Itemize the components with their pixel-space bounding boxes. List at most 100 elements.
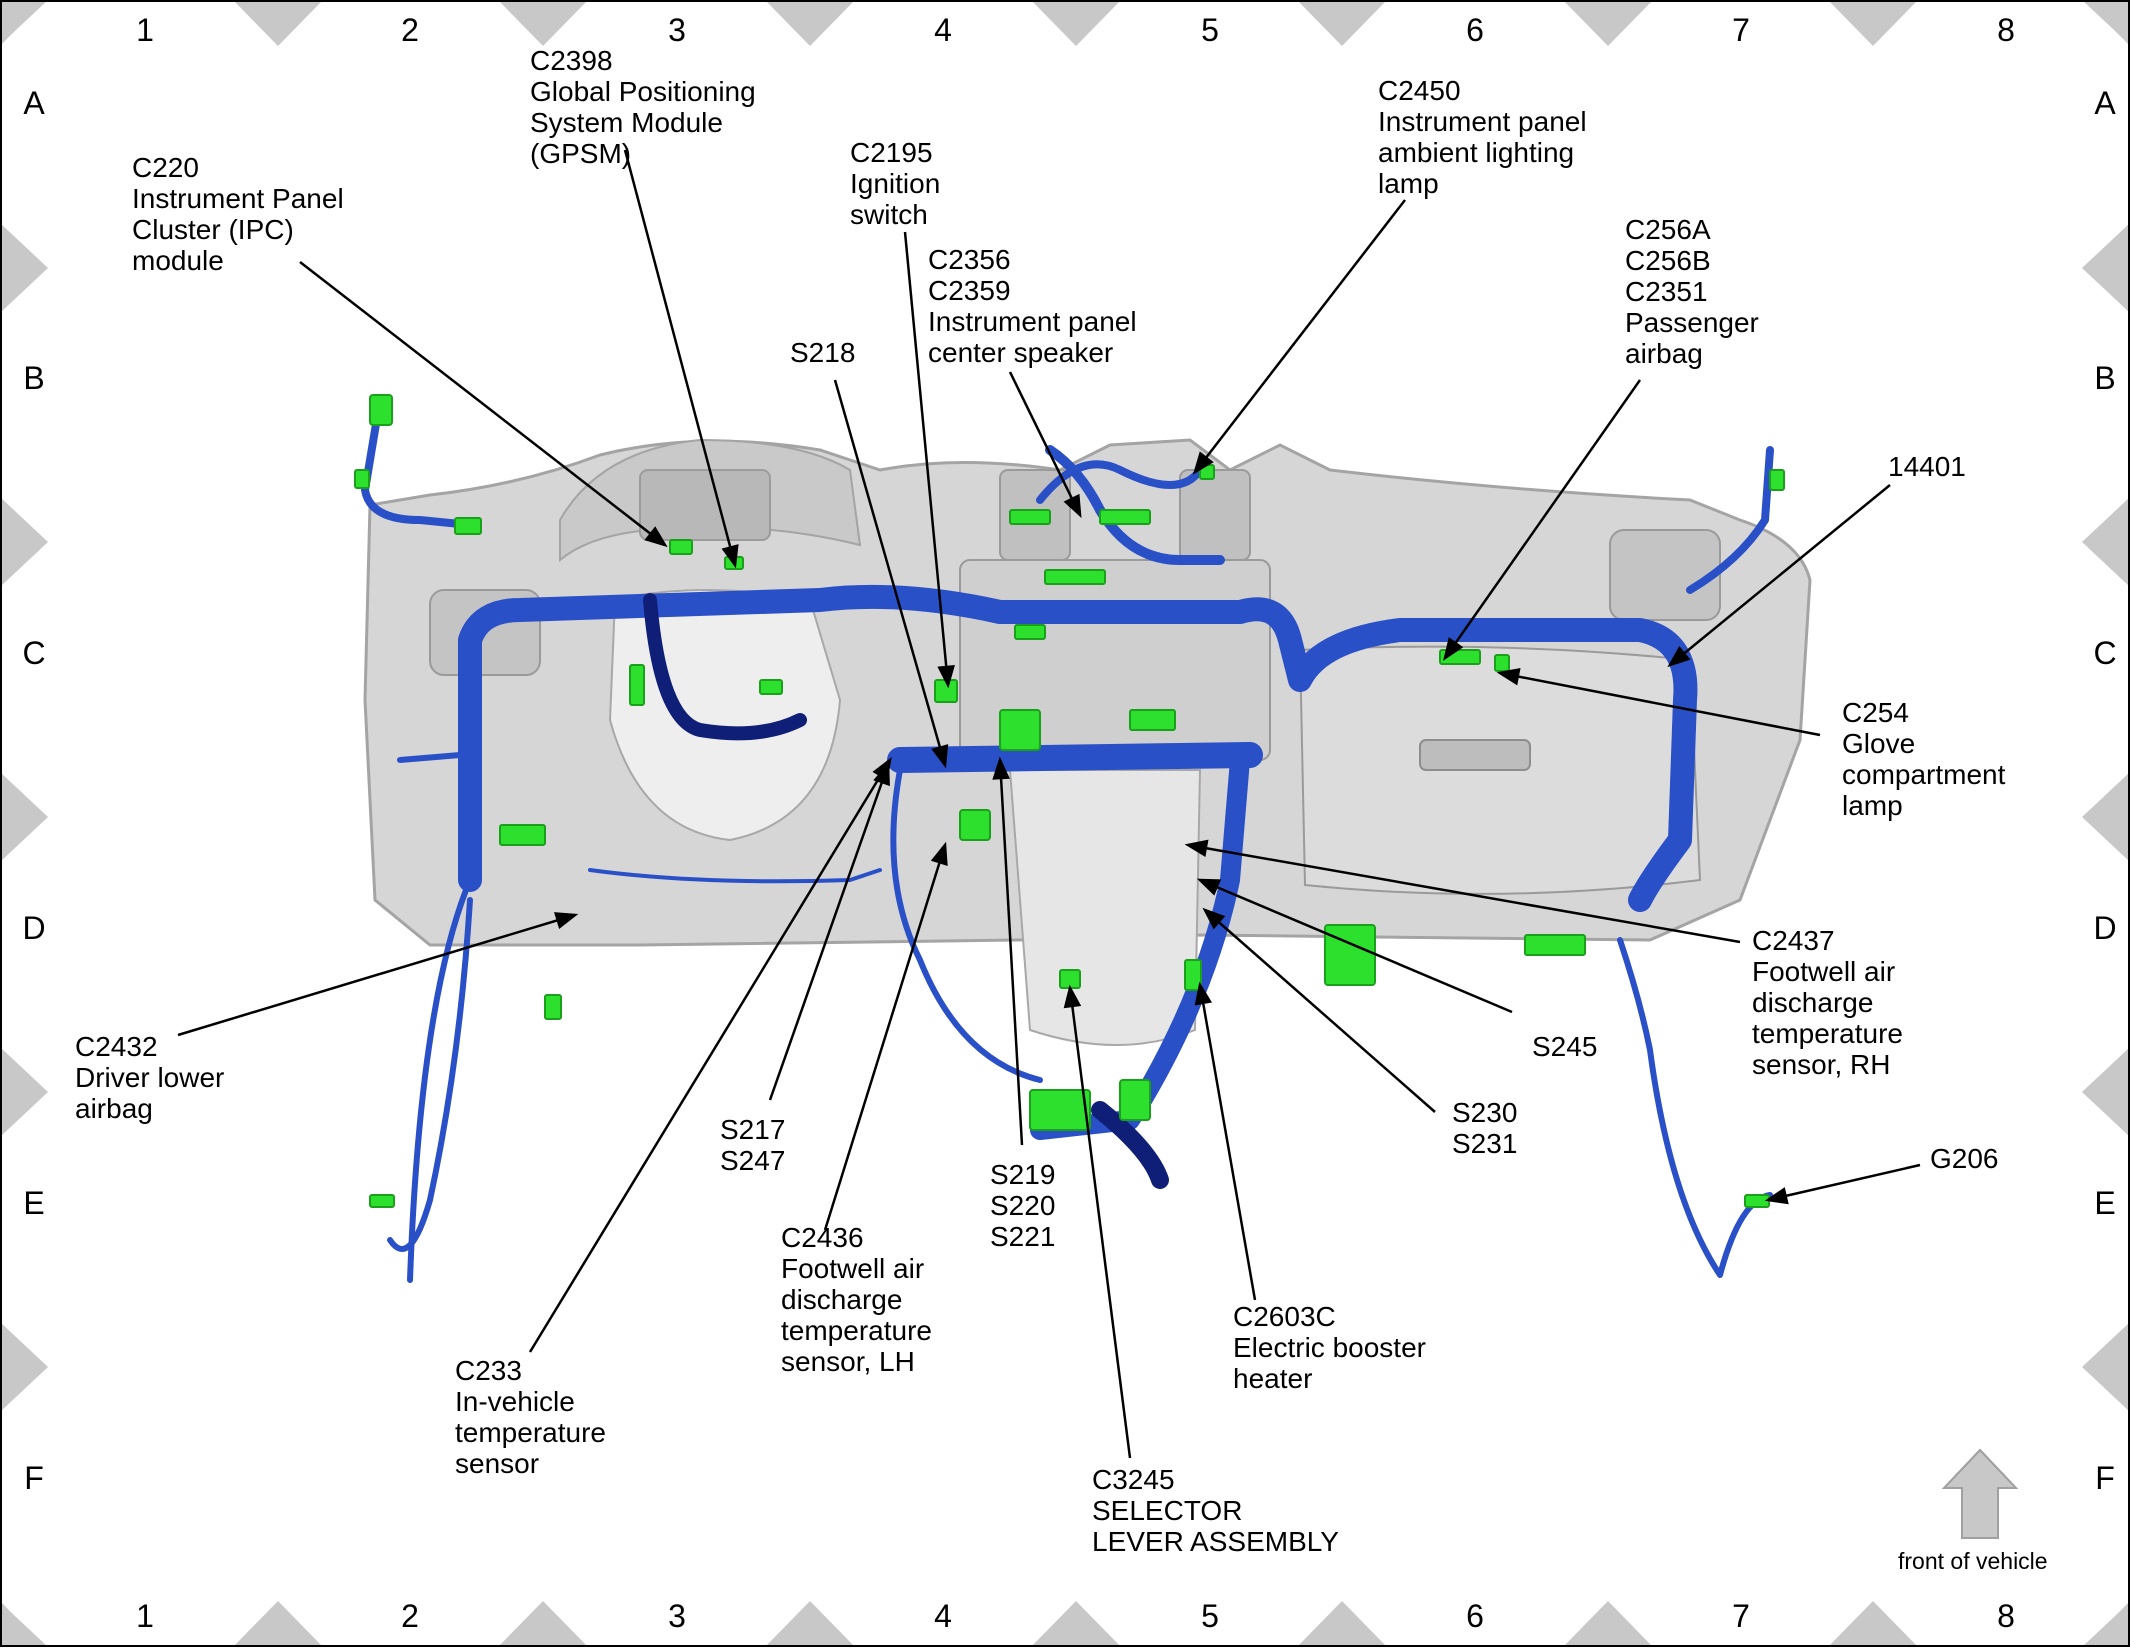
border-marker bbox=[498, 0, 588, 46]
callout-line: In-vehicle bbox=[455, 1386, 575, 1417]
right-vent bbox=[1609, 529, 1721, 621]
leader-line-n14401 bbox=[1669, 484, 1891, 666]
leader-arrowhead bbox=[1443, 637, 1464, 661]
right-row-label: A bbox=[2094, 85, 2116, 121]
callout-line: Footwell air bbox=[1752, 956, 1896, 987]
harness-lower-left bbox=[890, 767, 1043, 1083]
left-row-label: B bbox=[23, 360, 45, 396]
callout-line: (GPSM) bbox=[530, 138, 632, 169]
bottom-column-label: 8 bbox=[1997, 1598, 2015, 1634]
border-marker bbox=[0, 1322, 48, 1412]
border-marker bbox=[1031, 0, 1121, 46]
top-column-label: 7 bbox=[1732, 12, 1750, 48]
callout-line: C220 bbox=[132, 152, 199, 183]
leader-lines bbox=[177, 149, 1921, 1459]
leader-arrowhead bbox=[992, 756, 1010, 780]
connector bbox=[1769, 469, 1785, 491]
harness-right-upper-branch bbox=[1686, 446, 1774, 594]
harness-cross-beam bbox=[887, 742, 1263, 773]
callout-line: discharge bbox=[781, 1284, 903, 1315]
callout-line: Driver lower bbox=[75, 1062, 225, 1093]
border-marker bbox=[1563, 1601, 1653, 1647]
leader-arrowhead bbox=[1184, 839, 1209, 858]
callout-s218: S218 bbox=[790, 337, 855, 368]
leader-line-c233 bbox=[528, 759, 892, 1353]
callout-line: S220 bbox=[990, 1190, 1056, 1221]
callout-line: S221 bbox=[990, 1221, 1056, 1252]
connectors bbox=[354, 394, 1785, 1208]
harness-left-drop bbox=[397, 752, 477, 1283]
leader-line-c2603c bbox=[1198, 984, 1257, 1301]
leader-arrowhead bbox=[1496, 667, 1521, 686]
callout-line: C3245 bbox=[1092, 1464, 1175, 1495]
bottom-column-label: 3 bbox=[668, 1598, 686, 1634]
callout-line: compartment bbox=[1842, 759, 2006, 790]
leader-line-c3245 bbox=[1068, 987, 1132, 1459]
callout-line: Instrument panel bbox=[928, 306, 1137, 337]
leader-arrowhead bbox=[1764, 1187, 1789, 1205]
connector bbox=[1119, 1079, 1151, 1121]
border-marker bbox=[0, 1602, 48, 1652]
border-marker bbox=[233, 1601, 323, 1647]
connector bbox=[759, 679, 783, 695]
connector bbox=[629, 664, 645, 706]
callout-line: lamp bbox=[1378, 168, 1439, 199]
callout-line: Instrument panel bbox=[1378, 106, 1587, 137]
connector bbox=[1009, 509, 1051, 525]
connector bbox=[1014, 624, 1046, 640]
border-marker bbox=[2082, 772, 2130, 862]
harness-instrument-link bbox=[588, 868, 882, 884]
left-row-label: D bbox=[22, 910, 46, 946]
callout-line: sensor, LH bbox=[781, 1346, 915, 1377]
connector bbox=[959, 809, 991, 841]
leader-arrowhead bbox=[1202, 907, 1226, 930]
connector bbox=[1129, 709, 1176, 731]
callout-line: Glove bbox=[1842, 728, 1916, 759]
leader-arrowhead bbox=[872, 757, 892, 782]
callout-line: C233 bbox=[455, 1355, 522, 1386]
callout-line: C2195 bbox=[850, 137, 933, 168]
top-column-label: 8 bbox=[1997, 12, 2015, 48]
harness-steering-branch bbox=[643, 593, 807, 741]
border-marker bbox=[2082, 1602, 2130, 1652]
callout-line: Footwell air bbox=[781, 1253, 925, 1284]
callout-line: airbag bbox=[75, 1093, 153, 1124]
leader-arrowhead bbox=[1192, 451, 1214, 475]
callout-line: S231 bbox=[1452, 1128, 1518, 1159]
leader-line-c2437 bbox=[1187, 843, 1741, 944]
leader-arrowhead bbox=[930, 841, 948, 867]
callout-line: System Module bbox=[530, 107, 723, 138]
callout-line: C2432 bbox=[75, 1031, 158, 1062]
leader-arrowhead bbox=[1194, 981, 1213, 1006]
border-marker bbox=[2082, 223, 2130, 313]
leader-arrowhead bbox=[644, 526, 668, 548]
leader-arrowhead bbox=[721, 544, 739, 569]
harness-far-left-drop bbox=[387, 897, 473, 1252]
top-column-label: 5 bbox=[1201, 12, 1219, 48]
harness-right-drop bbox=[1617, 937, 1773, 1278]
connector bbox=[1184, 959, 1202, 991]
callout-line: discharge bbox=[1752, 987, 1874, 1018]
bottom-column-label: 4 bbox=[934, 1598, 952, 1634]
top-column-label: 6 bbox=[1466, 12, 1484, 48]
callout-line: sensor bbox=[455, 1448, 540, 1479]
leader-line-s219 bbox=[998, 759, 1024, 1146]
leader-line-c2398 bbox=[623, 149, 737, 566]
leader-line-c256 bbox=[1443, 379, 1642, 659]
bottom-column-label: 7 bbox=[1732, 1598, 1750, 1634]
callout-line: S230 bbox=[1452, 1097, 1518, 1128]
border-marker bbox=[2082, 497, 2130, 587]
leader-line-c2436 bbox=[823, 844, 947, 1231]
callout-line: S219 bbox=[990, 1159, 1056, 1190]
bottom-column-label: 5 bbox=[1201, 1598, 1219, 1634]
callout-line: airbag bbox=[1625, 338, 1703, 369]
connector bbox=[454, 517, 482, 535]
